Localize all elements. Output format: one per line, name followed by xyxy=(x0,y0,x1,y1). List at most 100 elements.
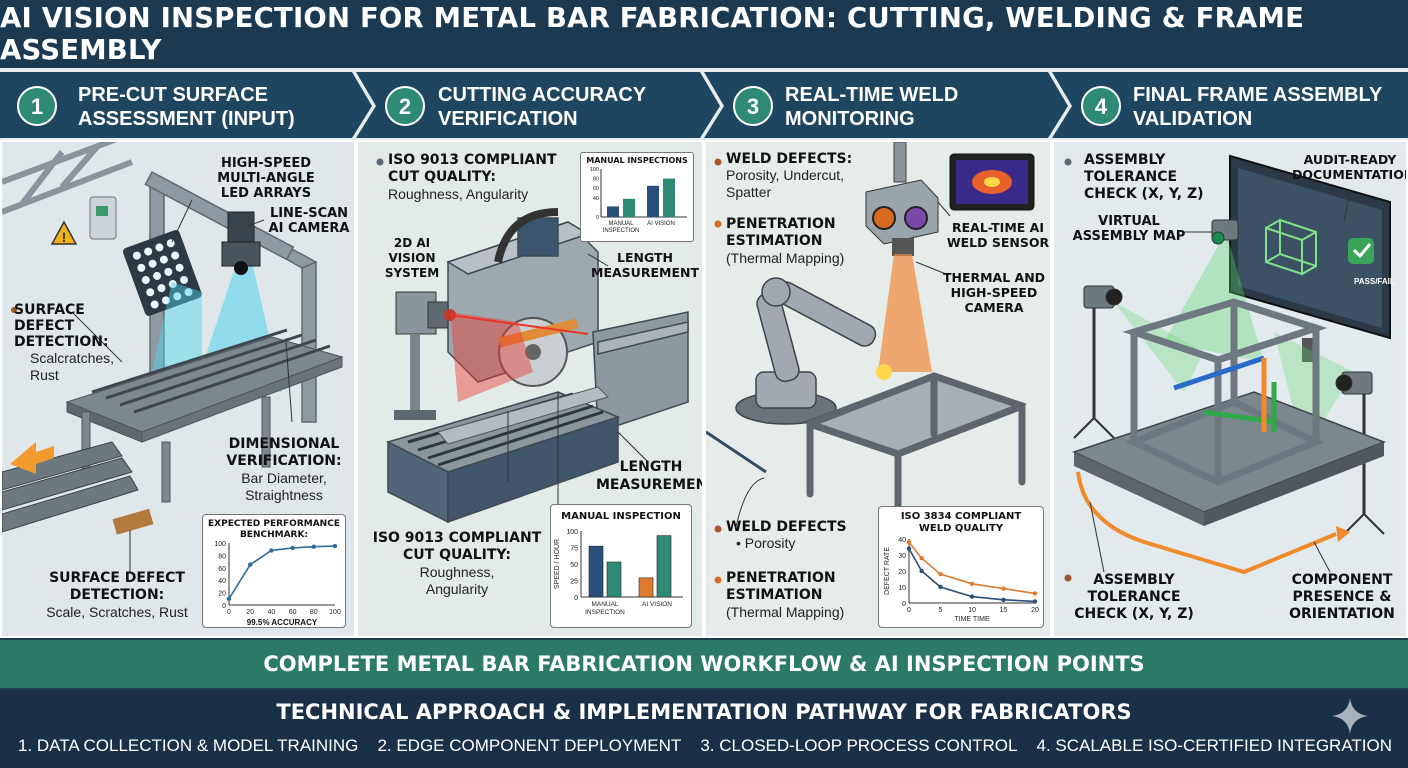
big-cat-label-1: MANUAL xyxy=(591,601,618,608)
stage-3-title-line2: MONITORING xyxy=(785,108,915,130)
len1-line2: MEASUREMENT xyxy=(591,265,699,280)
atc-head-line1: ASSEMBLY xyxy=(1084,152,1166,168)
y-tick-label: 25 xyxy=(570,579,578,586)
penetration-callout-2: PENETRATION ESTIMATION (Thermal Mapping) xyxy=(726,570,886,620)
iso-bot-body-line2: Angularity xyxy=(425,581,489,597)
footer-steps: 1. DATA COLLECTION & MODEL TRAINING 2. E… xyxy=(0,736,1408,756)
virtual-assembly-map-label: VIRTUAL ASSEMBLY MAP xyxy=(1064,214,1194,244)
sensor-label-line1: REAL-TIME AI xyxy=(952,220,1044,235)
weld-point xyxy=(1032,591,1038,596)
footer-step-3: 3. CLOSED-LOOP PROCESS CONTROL xyxy=(700,736,1018,755)
big-bar xyxy=(656,535,672,598)
comp-line1: COMPONENT xyxy=(1291,572,1393,588)
benchmark-point xyxy=(290,545,295,551)
weld-series-line xyxy=(908,541,1036,595)
big-bar xyxy=(606,561,622,598)
stage-4-banner xyxy=(1052,72,1408,138)
sensor-label-line2: WELD SENSOR xyxy=(946,235,1050,250)
wd2-body: • Porosity xyxy=(736,535,796,551)
dim-head-line1: DIMENSIONAL xyxy=(228,436,340,452)
stage-4-title-line1: FINAL FRAME ASSEMBLY xyxy=(1133,84,1383,106)
thermal-label-line2: HIGH-SPEED xyxy=(950,285,1038,300)
big-ylabel: SPEED / HOUR xyxy=(554,539,561,589)
y-tick-label: 75 xyxy=(570,546,578,553)
y-tick-label: 40 xyxy=(898,537,906,544)
sdd2-body: Scale, Scratches, Rust xyxy=(46,604,188,620)
stage-4-title-line2: VALIDATION xyxy=(1133,108,1252,130)
vision-label-line2: VISION xyxy=(388,251,436,265)
x-tick-label: 5 xyxy=(939,607,943,614)
stage-4-panel: PASS/FAIL xyxy=(1052,140,1408,638)
benchmark-xlabel: 99.5% ACCURACY xyxy=(247,618,318,627)
stage-1-title-line2: ASSESSMENT (INPUT) xyxy=(78,108,295,130)
y-tick-label: 100 xyxy=(566,529,578,536)
line-scan-camera xyxy=(221,211,261,275)
iso-bot-head-line1: ISO 9013 COMPLIANT xyxy=(372,530,542,546)
stage-2-number: 2 xyxy=(399,94,411,119)
surface-defect-callout-2: SURFACE DEFECT DETECTION: Scale, Scratch… xyxy=(32,570,202,620)
sdd2-head-line2: DETECTION: xyxy=(69,587,165,603)
benchmark-series-line xyxy=(228,545,336,600)
stage-1-title-line1: PRE-CUT SURFACE xyxy=(78,84,268,106)
thermal-label-line3: CAMERA xyxy=(964,300,1024,315)
atc-head-line3: CHECK (X, Y, Z) xyxy=(1084,186,1204,202)
led-label-line3: LED ARRAYS xyxy=(220,186,312,201)
stage-2-illustration xyxy=(358,142,702,636)
flow-arrow-icon xyxy=(10,442,54,474)
small-cat-label-2: AI VISION xyxy=(647,221,675,227)
line-scan-camera-label: LINE-SCAN AI CAMERA xyxy=(262,206,354,236)
big-bar xyxy=(588,545,604,598)
audit-monitor: PASS/FAIL xyxy=(1229,154,1395,362)
x-tick-label: 80 xyxy=(310,609,318,616)
weld-point xyxy=(919,568,924,574)
stage-2-title-line1: CUTTING ACCURACY xyxy=(438,84,647,106)
benchmark-title-line2: BENCHMARK: xyxy=(239,530,309,540)
weld-point xyxy=(938,572,943,577)
wd2-head: WELD DEFECTS xyxy=(726,519,847,535)
dim-body-line2: Straightness xyxy=(245,487,323,503)
sdd2-head-line1: SURFACE DEFECT xyxy=(49,570,185,586)
pen2-head-line1: PENETRATION xyxy=(726,570,836,586)
footer: TECHNICAL APPROACH & IMPLEMENTATION PATH… xyxy=(0,690,1408,768)
pen-body: (Thermal Mapping) xyxy=(726,250,845,266)
stage-4-number: 4 xyxy=(1095,94,1108,119)
weld-point xyxy=(969,594,975,599)
atc2-head-line1: ASSEMBLY xyxy=(1093,572,1175,588)
stage-3-banner xyxy=(704,72,1068,138)
sdd-head-line2: DEFECT xyxy=(14,318,75,334)
small-cat-label-1b: INSPECTION xyxy=(603,228,640,234)
stage-3-title-line1: REAL-TIME WELD xyxy=(785,84,958,106)
x-tick-label: 20 xyxy=(1031,607,1039,614)
workflow-band-text: COMPLETE METAL BAR FABRICATION WORKFLOW … xyxy=(263,652,1145,676)
sdd-head-line3: DETECTION: xyxy=(14,334,109,350)
iso3834-title-line2: WELD QUALITY xyxy=(918,523,1004,534)
page-title: AI VISION INSPECTION FOR METAL BAR FABRI… xyxy=(0,2,1305,66)
sparkle-icon xyxy=(1332,698,1368,734)
y-tick-label: 0 xyxy=(596,215,599,221)
y-tick-label: 80 xyxy=(593,177,599,183)
benchmark-title-line1: EXPECTED PERFORMANCE xyxy=(208,519,340,529)
sdd-head-line1: SURFACE xyxy=(14,302,85,318)
tolerance-check-callout-2: ASSEMBLY TOLERANCE CHECK (X, Y, Z) xyxy=(1074,572,1194,623)
workflow-band: COMPLETE METAL BAR FABRICATION WORKFLOW … xyxy=(0,640,1408,688)
weld-point xyxy=(906,540,912,545)
thermal-label-line1: THERMAL AND xyxy=(942,270,1046,285)
stage-1-badge xyxy=(17,86,57,126)
small-bar xyxy=(663,178,675,217)
y-tick-label: 50 xyxy=(570,562,578,569)
iso-9013-top-callout: ISO 9013 COMPLIANT CUT QUALITY: Roughnes… xyxy=(388,152,568,202)
iso-top-body: Roughness, Angularity xyxy=(388,186,529,202)
y-tick-label: 30 xyxy=(898,553,906,560)
atc2-head-line3: CHECK (X, Y, Z) xyxy=(1074,606,1194,622)
x-tick-label: 100 xyxy=(329,609,341,616)
pass-fail-text: PASS/FAIL xyxy=(1354,277,1395,286)
audit-line2: DOCUMENTATION xyxy=(1292,167,1408,182)
weld-point xyxy=(1032,599,1038,604)
y-tick-label: 0 xyxy=(574,595,578,602)
x-tick-label: 40 xyxy=(268,609,276,616)
